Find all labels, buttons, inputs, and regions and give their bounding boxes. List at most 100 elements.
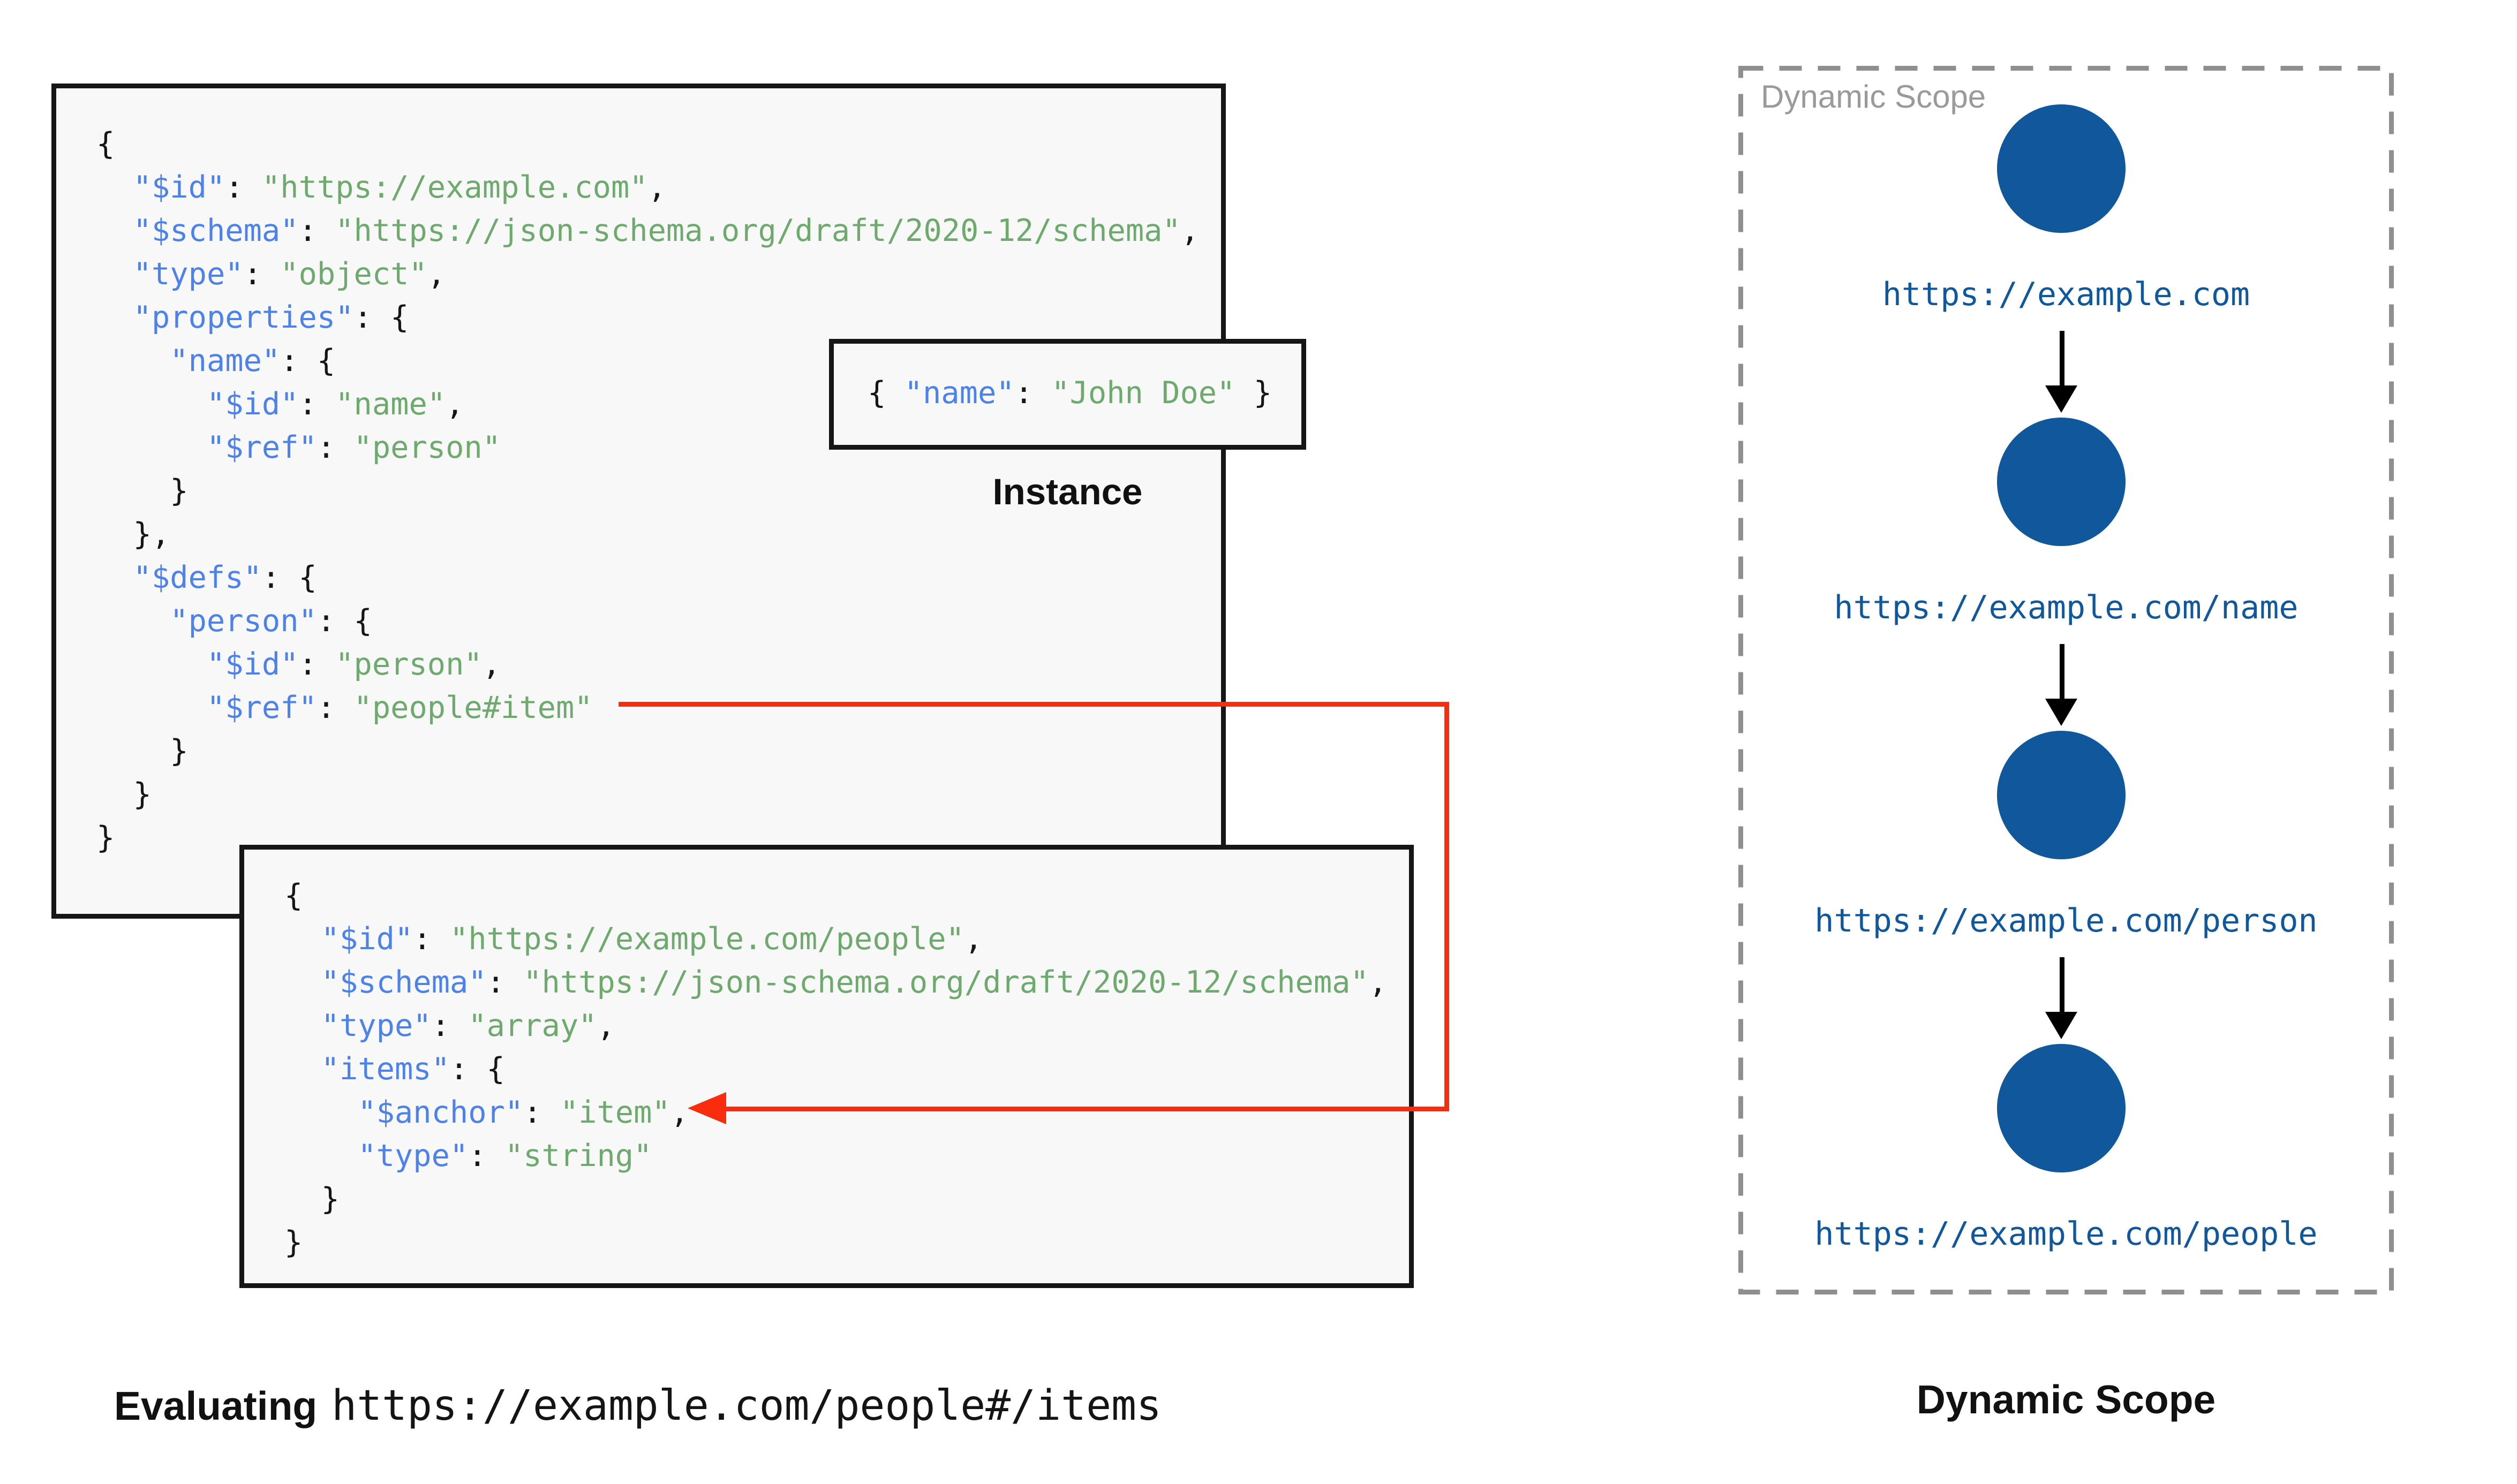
code-token: } bbox=[96, 474, 189, 509]
evaluating-caption-prefix: Evaluating bbox=[114, 1384, 318, 1429]
code-token bbox=[96, 561, 133, 596]
code-token: } bbox=[96, 777, 152, 813]
code-line: "$id": "https://example.com/people", bbox=[284, 919, 1409, 962]
code-line: "$defs": { bbox=[96, 557, 1221, 601]
arrow-shaft bbox=[2059, 331, 2064, 385]
code-token: "$id" bbox=[206, 387, 299, 422]
code-token bbox=[96, 691, 207, 726]
code-token bbox=[96, 430, 207, 466]
code-line: } bbox=[96, 817, 1221, 861]
code-line: "items": { bbox=[284, 1049, 1409, 1092]
code-token: : bbox=[1014, 376, 1052, 411]
code-line: "type": "object", bbox=[96, 254, 1221, 297]
code-token: } bbox=[96, 821, 115, 856]
code-token: "https://json-schema.org/draft/2020-12/s… bbox=[523, 965, 1369, 1001]
scope-node-url-1: https://example.com bbox=[1882, 275, 2250, 313]
code-token: { bbox=[868, 376, 905, 411]
code-token: "type" bbox=[321, 1009, 432, 1044]
code-token: "$ref" bbox=[206, 691, 317, 726]
code-token: : bbox=[243, 257, 281, 292]
code-token bbox=[284, 922, 321, 957]
code-token bbox=[96, 170, 133, 206]
code-token: , bbox=[647, 170, 666, 206]
code-token bbox=[284, 1095, 358, 1131]
code-token: "$anchor" bbox=[358, 1095, 524, 1131]
code-token: "array" bbox=[468, 1009, 597, 1044]
code-token: "item" bbox=[560, 1095, 670, 1131]
code-line: "person": { bbox=[96, 601, 1221, 644]
code-line: "$ref": "people#item" bbox=[96, 687, 1221, 731]
code-token: "$ref" bbox=[206, 430, 317, 466]
code-token: : bbox=[468, 1139, 505, 1174]
code-line: { "name": "John Doe" } bbox=[868, 373, 1272, 416]
arrow-shaft bbox=[2059, 644, 2064, 699]
code-token: "type" bbox=[358, 1139, 469, 1174]
code-token bbox=[284, 1052, 321, 1087]
code-line: "$ref": "person" bbox=[96, 427, 1221, 471]
code-line: { bbox=[96, 124, 1221, 167]
code-token: : bbox=[298, 647, 336, 683]
code-token: "$defs" bbox=[133, 561, 262, 596]
code-line: "$id": "person", bbox=[96, 644, 1221, 687]
code-token: : bbox=[316, 430, 354, 466]
scope-node-url-3: https://example.com/person bbox=[1814, 901, 2318, 940]
code-line: }, bbox=[96, 514, 1221, 557]
code-line: } bbox=[96, 731, 1221, 774]
instance-box: { "name": "John Doe" } bbox=[829, 339, 1306, 450]
code-token bbox=[96, 647, 207, 683]
code-token: "items" bbox=[321, 1052, 450, 1087]
code-token: : bbox=[298, 387, 336, 422]
code-token: "name" bbox=[904, 376, 1015, 411]
code-token: , bbox=[427, 257, 446, 292]
code-line: "$id": "https://example.com", bbox=[96, 167, 1221, 210]
code-line: "type": "string" bbox=[284, 1135, 1409, 1179]
code-token: "$schema" bbox=[321, 965, 487, 1001]
code-token bbox=[96, 387, 207, 422]
ref-arrow-vertical-segment bbox=[1444, 702, 1449, 1111]
code-line: "$schema": "https://json-schema.org/draf… bbox=[96, 210, 1221, 254]
arrow-head bbox=[2045, 385, 2077, 413]
code-token bbox=[284, 1009, 321, 1044]
code-token: : bbox=[413, 922, 450, 957]
code-token: "string" bbox=[504, 1139, 652, 1174]
code-token: "person" bbox=[353, 430, 501, 466]
code-token: , bbox=[964, 922, 983, 957]
code-token: "people#item" bbox=[353, 691, 593, 726]
people-schema-code-block: { "$id": "https://example.com/people", "… bbox=[239, 845, 1414, 1288]
code-token: , bbox=[597, 1009, 615, 1044]
code-token: : bbox=[316, 691, 354, 726]
code-line: } bbox=[96, 774, 1221, 817]
code-token: "$id" bbox=[133, 170, 225, 206]
code-token: , bbox=[446, 387, 464, 422]
scope-node-circle-4 bbox=[1997, 1044, 2126, 1172]
code-token: : bbox=[225, 170, 262, 206]
code-line: "type": "array", bbox=[284, 1005, 1409, 1049]
code-token: : bbox=[486, 965, 524, 1001]
code-line: "name": { bbox=[96, 340, 1221, 384]
code-token: "properties" bbox=[133, 300, 354, 336]
code-token: "person" bbox=[170, 604, 317, 639]
code-token: , bbox=[670, 1095, 689, 1131]
code-token: "https://example.com" bbox=[261, 170, 648, 206]
code-line: "properties": { bbox=[96, 297, 1221, 340]
code-token: } bbox=[284, 1225, 303, 1261]
arrow-head bbox=[2045, 1012, 2077, 1039]
code-token bbox=[96, 604, 170, 639]
instance-label: Instance bbox=[992, 471, 1143, 512]
code-line: { bbox=[284, 875, 1409, 919]
evaluating-caption-uri: https://example.com/people#/items bbox=[331, 1383, 1162, 1431]
scope-arrow-down-icon-1 bbox=[2039, 331, 2084, 413]
arrow-shaft bbox=[2059, 957, 2064, 1012]
code-token: : { bbox=[316, 604, 372, 639]
ref-arrow-top-segment bbox=[619, 702, 1449, 707]
code-token bbox=[96, 344, 170, 379]
code-token: } bbox=[1235, 376, 1272, 411]
scope-arrow-down-icon-3 bbox=[2039, 957, 2084, 1039]
code-token: "$schema" bbox=[133, 214, 299, 249]
code-token: : bbox=[298, 214, 336, 249]
code-token: "name" bbox=[335, 387, 446, 422]
scope-node-circle-1 bbox=[1997, 104, 2126, 233]
code-token bbox=[284, 1139, 358, 1174]
code-line: } bbox=[284, 1222, 1409, 1266]
